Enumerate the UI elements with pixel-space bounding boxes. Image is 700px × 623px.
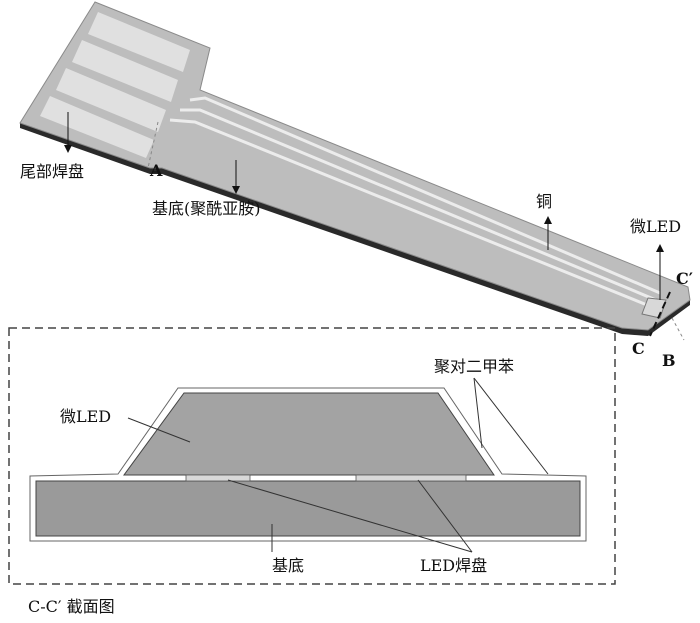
parylene-leader-2 xyxy=(473,377,549,475)
section-substrate xyxy=(35,480,581,537)
copper-label: 铜 xyxy=(536,192,552,211)
micro-led-section-label: 微LED xyxy=(60,407,111,426)
parylene-leader-1 xyxy=(473,377,483,449)
substrate-top-arrowhead xyxy=(232,186,240,194)
guide-line-b xyxy=(671,317,685,341)
cross-section-frame xyxy=(8,327,616,585)
copper-arrowhead xyxy=(544,216,552,224)
parylene-label: 聚对二甲苯 xyxy=(434,357,514,376)
led-pad-label: LED焊盘 xyxy=(420,556,487,575)
tail-pad-stripes xyxy=(40,12,190,158)
copper-trace-1 xyxy=(189,96,661,295)
tail-pad-1 xyxy=(88,12,190,72)
led-pad-right xyxy=(355,474,467,482)
substrate-top-label: 基底(聚酰亚胺) xyxy=(152,199,261,218)
point-c-prime-label: C′ xyxy=(676,269,693,288)
tail-pad-3 xyxy=(56,68,166,132)
led-pad-left xyxy=(185,474,251,482)
point-c-label: C xyxy=(632,339,645,358)
substrate-section-label: 基底 xyxy=(272,556,304,575)
led-pad-leader-2 xyxy=(417,479,473,553)
copper-trace-3 xyxy=(169,118,653,309)
tail-pad-arrowhead xyxy=(64,145,72,153)
point-b-label: B xyxy=(662,351,676,370)
micro-led-top-label: 微LED xyxy=(630,217,681,236)
led-pad-leader-1 xyxy=(227,479,473,553)
section-caption: C-C′ 截面图 xyxy=(28,597,115,616)
point-a-label: A xyxy=(149,161,163,180)
tail-pad-4 xyxy=(40,96,154,158)
guide-line-a xyxy=(147,121,159,169)
tail-pad-2 xyxy=(72,40,178,102)
copper-trace-2 xyxy=(180,108,657,302)
tail-pad-label: 尾部焊盘 xyxy=(20,162,84,181)
copper-traces xyxy=(169,96,661,309)
cut-line-c xyxy=(649,291,671,337)
micro-led-top-arrowhead xyxy=(656,244,664,252)
section-micro-led xyxy=(123,392,495,476)
probe-top-surface xyxy=(19,1,691,331)
micro-led-section-leader xyxy=(127,417,191,443)
